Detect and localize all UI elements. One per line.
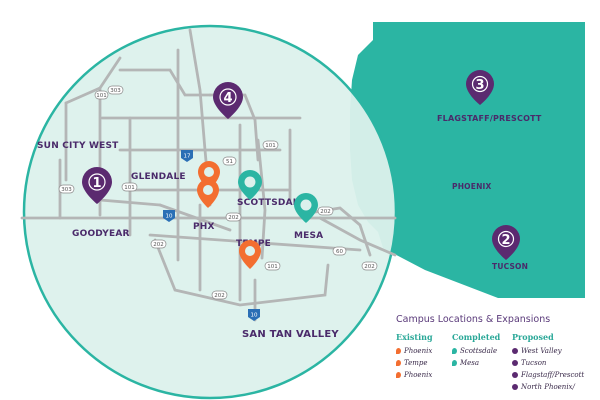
pin-completed-mesa: [294, 193, 318, 223]
svg-text:101: 101: [96, 93, 107, 99]
label-glendale: GLENDALE: [131, 172, 186, 182]
svg-text:10: 10: [251, 313, 258, 319]
legend-existing-header: Existing: [396, 332, 433, 342]
label-scottsdale: SCOTTSDALE: [237, 198, 305, 208]
orange-pin-icon: [396, 360, 401, 366]
legend: Campus Locations & Expansions Existing P…: [396, 314, 596, 398]
label-san-tan-valley: SAN TAN VALLEY: [242, 329, 339, 340]
svg-text:202: 202: [320, 209, 331, 215]
shield-202-bottom: 202: [211, 290, 228, 300]
shield-202-left: 202: [150, 239, 167, 249]
svg-text:101: 101: [267, 264, 278, 270]
pin-proposed-3: 3: [466, 70, 494, 105]
svg-text:17: 17: [184, 154, 191, 160]
arizona-inset-shape: [350, 22, 585, 298]
teal-pin-icon: [452, 348, 457, 354]
legend-proposed-item: Flagstaff/Prescott: [512, 371, 584, 380]
label-mesa: MESA: [294, 231, 323, 241]
shield-101-top: 101: [94, 90, 109, 100]
purple-dot-icon: [512, 372, 518, 378]
svg-text:2: 2: [501, 233, 510, 248]
purple-dot-icon: [512, 360, 518, 366]
inset-label-tucson: TUCSON: [492, 262, 528, 271]
legend-proposed-column: Proposed West Valley Tucson Flagstaff/Pr…: [512, 332, 584, 395]
shield-303-left: 303: [58, 184, 75, 194]
legend-proposed-item: North Phoenix/: [512, 383, 584, 392]
shield-202-far: 202: [361, 261, 378, 271]
pin-completed-scottsdale: [238, 170, 262, 200]
shield-101-bottom: 101: [264, 261, 281, 271]
pin-existing-phoenix-2: [197, 179, 219, 208]
svg-text:202: 202: [153, 242, 164, 248]
shield-10-top: 10: [163, 210, 175, 222]
inset-label-phoenix: PHOENIX: [452, 182, 492, 191]
legend-proposed-item: West Valley: [512, 347, 584, 356]
shield-202-right: 202: [317, 206, 334, 216]
shield-202-center: 202: [225, 212, 242, 222]
shield-101-left: 101: [121, 182, 138, 192]
legend-completed-item: Mesa: [452, 359, 500, 368]
metro-circle: [22, 24, 398, 400]
label-sun-city-west: SUN CITY WEST: [37, 141, 119, 151]
legend-existing-item: Phoenix: [396, 371, 433, 380]
legend-completed-item: Scottsdale: [452, 347, 500, 356]
legend-completed-header: Completed: [452, 332, 501, 342]
shield-51: 51: [222, 156, 237, 166]
svg-text:1: 1: [92, 176, 101, 191]
teal-pin-icon: [452, 360, 457, 366]
label-phx: PHX: [193, 222, 215, 232]
legend-title: Campus Locations & Expansions: [396, 314, 551, 325]
legend-existing-item: Phoenix: [396, 347, 433, 356]
shield-17: 17: [181, 150, 193, 162]
svg-text:101: 101: [265, 143, 276, 149]
shield-60: 60: [332, 246, 347, 256]
svg-text:51: 51: [226, 159, 233, 165]
svg-text:202: 202: [228, 215, 239, 221]
svg-text:303: 303: [110, 88, 121, 94]
svg-text:202: 202: [364, 264, 375, 270]
shield-10-bottom: 10: [248, 309, 260, 321]
shield-101-right: 101: [262, 140, 279, 150]
pin-existing-tempe: [239, 240, 261, 269]
legend-proposed-header: Proposed: [512, 332, 554, 342]
svg-text:101: 101: [124, 185, 135, 191]
svg-text:60: 60: [336, 249, 343, 255]
svg-text:10: 10: [166, 214, 173, 220]
pin-proposed-2: 2: [492, 225, 520, 260]
legend-completed-column: Completed Scottsdale Mesa: [452, 332, 500, 371]
inset-label-flagstaff: FLAGSTAFF/PRESCOTT: [437, 114, 542, 123]
pin-proposed-1: 1: [82, 167, 112, 204]
orange-pin-icon: [396, 348, 401, 354]
svg-text:4: 4: [223, 91, 232, 106]
label-goodyear: GOODYEAR: [72, 229, 130, 239]
pin-proposed-4: 4: [213, 82, 243, 119]
purple-dot-icon: [512, 348, 518, 354]
orange-pin-icon: [396, 372, 401, 378]
purple-dot-icon: [512, 384, 518, 390]
legend-existing-item: Tempe: [396, 359, 433, 368]
svg-text:3: 3: [475, 78, 484, 93]
legend-proposed-item: Tucson: [512, 359, 584, 368]
legend-existing-column: Existing Phoenix Tempe Phoenix: [396, 332, 433, 383]
svg-text:303: 303: [61, 187, 72, 193]
highway-shields: 303 101 303 101 17 51 101 10 202 202 202…: [58, 85, 378, 321]
shield-303-top: 303: [107, 85, 124, 95]
phoenix-pointer-arrow: [405, 170, 440, 200]
svg-text:202: 202: [214, 293, 225, 299]
